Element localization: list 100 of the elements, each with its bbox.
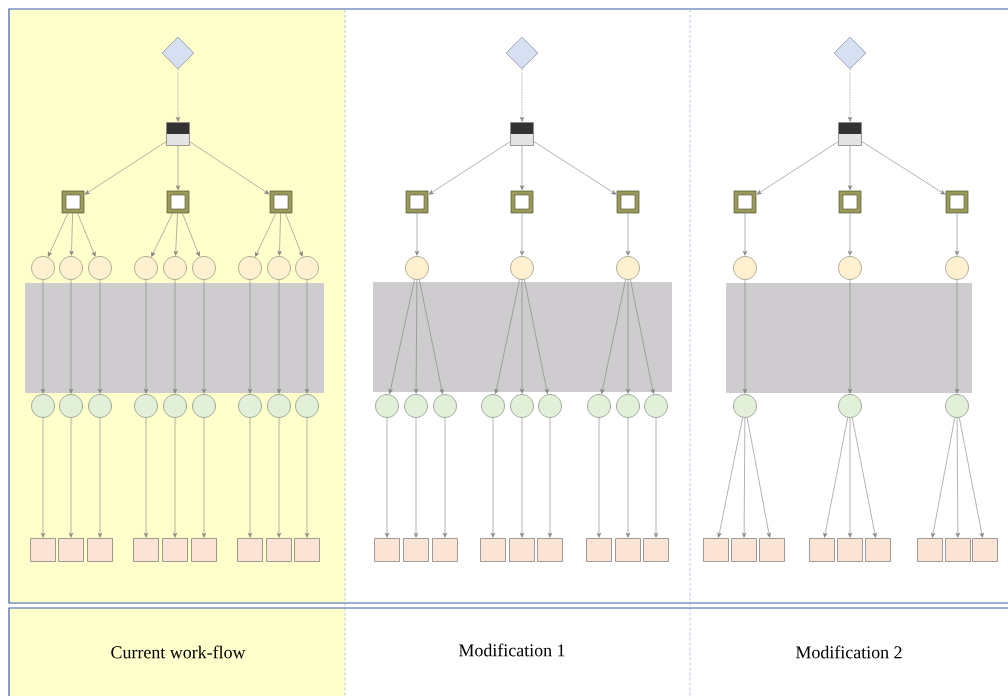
arrow bbox=[175, 145, 181, 191]
arrow bbox=[247, 279, 253, 394]
arrow bbox=[414, 279, 419, 394]
arrow bbox=[277, 213, 282, 256]
square-node bbox=[945, 538, 971, 562]
diamond-node bbox=[505, 36, 539, 70]
square-node bbox=[731, 538, 757, 562]
square-node bbox=[191, 538, 217, 562]
double-square bbox=[61, 190, 85, 214]
double-square bbox=[733, 190, 757, 214]
arrow bbox=[756, 141, 839, 195]
arrow bbox=[742, 279, 748, 394]
arrow bbox=[189, 141, 270, 195]
square-node bbox=[537, 538, 563, 562]
arrow bbox=[40, 279, 46, 394]
arrow bbox=[958, 417, 984, 538]
circle-node bbox=[238, 256, 262, 280]
double-square bbox=[166, 190, 190, 214]
arrow bbox=[519, 69, 525, 122]
arrow bbox=[519, 417, 525, 538]
arrow bbox=[625, 213, 631, 256]
arrow bbox=[201, 279, 207, 394]
arrow bbox=[625, 417, 631, 538]
arrow bbox=[630, 279, 655, 394]
circle-node bbox=[733, 394, 757, 418]
square-node bbox=[87, 538, 113, 562]
square-node bbox=[509, 538, 535, 562]
circle-node bbox=[405, 256, 429, 280]
circle-node bbox=[192, 256, 216, 280]
double-square bbox=[616, 190, 640, 214]
arrow bbox=[823, 417, 849, 538]
arrow bbox=[533, 141, 617, 195]
square-node bbox=[837, 538, 863, 562]
diamond-node bbox=[161, 36, 195, 70]
circle-node bbox=[295, 394, 319, 418]
arrow bbox=[955, 417, 960, 538]
circle-node bbox=[88, 394, 112, 418]
circle-node bbox=[616, 256, 640, 280]
arrow bbox=[388, 279, 415, 394]
square-node bbox=[403, 538, 429, 562]
arrow bbox=[428, 141, 511, 195]
square-node bbox=[133, 538, 159, 562]
circle-node bbox=[59, 394, 83, 418]
arrow bbox=[519, 145, 525, 191]
double-square bbox=[838, 190, 862, 214]
arrow bbox=[847, 279, 853, 394]
arrow bbox=[494, 279, 520, 394]
arrow bbox=[742, 417, 747, 538]
arrow bbox=[847, 417, 853, 538]
arrow bbox=[847, 213, 853, 256]
circle-node bbox=[433, 394, 457, 418]
square-node bbox=[58, 538, 84, 562]
circle-node bbox=[945, 394, 969, 418]
arrow bbox=[276, 417, 282, 538]
arrow bbox=[653, 417, 659, 538]
square-node bbox=[865, 538, 891, 562]
diamond-node bbox=[833, 36, 867, 70]
arrow bbox=[384, 417, 390, 538]
arrow bbox=[742, 213, 748, 256]
arrow bbox=[954, 213, 960, 256]
arrow bbox=[304, 279, 310, 394]
circle-node bbox=[587, 394, 611, 418]
square-node bbox=[759, 538, 785, 562]
circle-node bbox=[192, 394, 216, 418]
arrow bbox=[524, 279, 549, 394]
circle-node bbox=[163, 394, 187, 418]
circle-node bbox=[267, 394, 291, 418]
arrow bbox=[77, 213, 96, 257]
arrow bbox=[84, 141, 167, 195]
square-node bbox=[480, 538, 506, 562]
circle-node bbox=[295, 256, 319, 280]
arrow bbox=[596, 417, 602, 538]
double-square bbox=[269, 190, 293, 214]
square-node bbox=[237, 538, 263, 562]
arrow bbox=[547, 417, 553, 538]
square-node bbox=[809, 538, 835, 562]
circle-node bbox=[733, 256, 757, 280]
arrow bbox=[519, 213, 525, 256]
arrow bbox=[285, 213, 303, 257]
arrow bbox=[182, 213, 200, 257]
circle-node bbox=[616, 394, 640, 418]
arrow bbox=[600, 279, 626, 394]
square-node bbox=[615, 538, 641, 562]
square-node bbox=[917, 538, 943, 562]
square-node bbox=[162, 538, 188, 562]
square-node bbox=[294, 538, 320, 562]
circle-node bbox=[31, 256, 55, 280]
arrow bbox=[201, 417, 207, 538]
arrow bbox=[851, 417, 877, 538]
arrow bbox=[69, 213, 74, 256]
arrow bbox=[847, 69, 853, 122]
double-square bbox=[510, 190, 534, 214]
arrow bbox=[151, 213, 173, 257]
arrow bbox=[717, 417, 743, 538]
panel-label: Modification 2 bbox=[796, 645, 902, 659]
arrow bbox=[172, 417, 178, 538]
arrow bbox=[47, 213, 69, 257]
square-node bbox=[432, 538, 458, 562]
split-square bbox=[510, 122, 534, 146]
arrow bbox=[143, 279, 149, 394]
